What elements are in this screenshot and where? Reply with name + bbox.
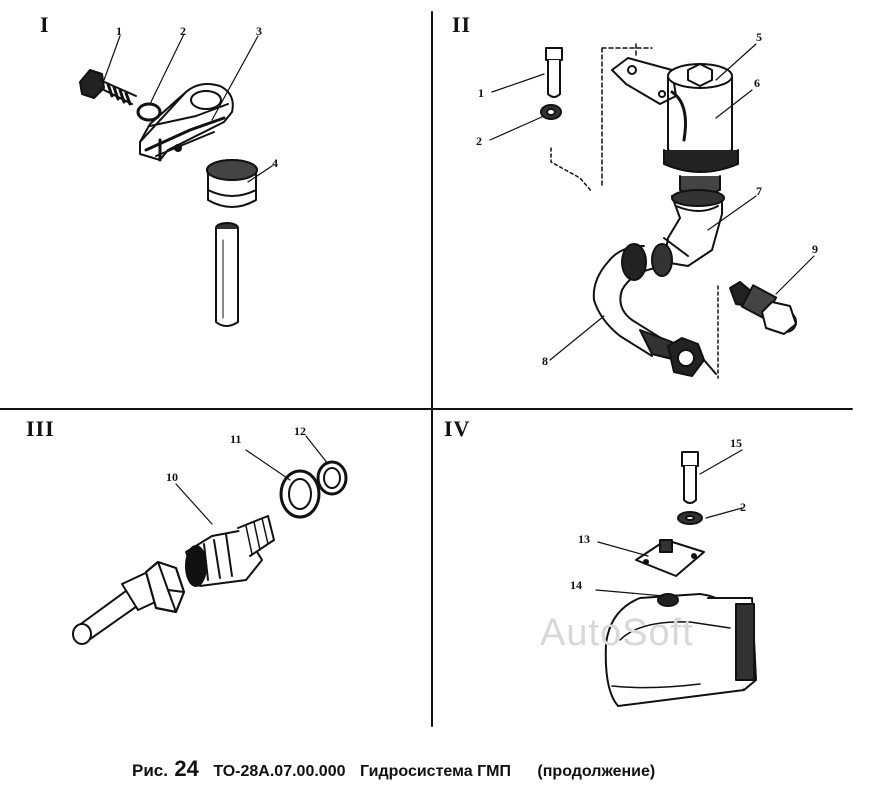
q1-clamp-bracket — [139, 83, 234, 162]
q3-adapter — [185, 515, 275, 587]
callout-q2-8: 8 — [542, 354, 548, 368]
quadrant-label-ii: II — [452, 12, 472, 37]
callout-q4-14: 14 — [570, 578, 582, 592]
callout-q1-1: 1 — [116, 24, 122, 38]
q2-assembly-line-left — [550, 147, 593, 193]
callout-q1-4: 4 — [272, 156, 278, 170]
figure-caption: Рис. 24 ТО-28А.07.00.000 Гидросистема ГМ… — [132, 756, 852, 782]
q1-bolt — [79, 69, 137, 106]
q2-leaders — [489, 43, 815, 361]
callout-q4-13: 13 — [578, 532, 590, 546]
callout-q2-9: 9 — [812, 242, 818, 256]
quadrant-label-iv: IV — [444, 416, 471, 441]
q2-washer — [540, 104, 562, 120]
q4-bolt — [681, 451, 699, 504]
caption-title: Гидросистема ГМП — [359, 763, 511, 780]
q1-tube — [215, 222, 239, 327]
q4-valve-body — [604, 593, 757, 707]
q2-hose-nut — [667, 337, 717, 377]
q3-nut — [144, 560, 186, 614]
callout-q3-11: 11 — [230, 432, 242, 446]
q3-washer-11 — [279, 469, 321, 519]
q3-leaders — [175, 435, 329, 525]
q4-flange-plate — [635, 539, 705, 577]
q2-bracket-plate — [611, 57, 677, 105]
q2-filter-housing — [663, 63, 739, 195]
q1-leaders — [103, 33, 273, 183]
q2-bolt — [545, 47, 563, 98]
q4-washer — [677, 511, 703, 525]
callout-q2-7: 7 — [756, 184, 762, 198]
callout-q1-3: 3 — [256, 24, 262, 38]
caption-subtitle: (продолжение) — [537, 763, 656, 780]
callout-q2-1: 1 — [478, 86, 484, 100]
callout-q3-10: 10 — [166, 470, 178, 484]
callout-q1-2: 2 — [180, 24, 186, 38]
q1-washer — [136, 102, 162, 122]
q4-leaders — [595, 449, 743, 597]
q2-hose — [592, 243, 677, 361]
caption-prefix: Рис. — [132, 761, 168, 780]
callout-q3-12: 12 — [294, 424, 306, 438]
callout-q4-2: 2 — [740, 500, 746, 514]
q2-assembly-line-bracket — [601, 43, 653, 189]
q2-elbow-fitting — [663, 189, 725, 267]
quadrant-label-iii: III — [26, 416, 55, 441]
quadrant-label-i: I — [40, 12, 50, 37]
q1-sleeve — [206, 159, 258, 208]
caption-drawing-code: ТО-28А.07.00.000 — [213, 763, 346, 780]
caption-figure-number: 24 — [174, 756, 199, 781]
callout-q2-6: 6 — [754, 76, 760, 90]
callout-q2-2: 2 — [476, 134, 482, 148]
callout-q4-15: 15 — [730, 436, 742, 450]
q2-sensor — [729, 281, 797, 335]
q3-washer-12 — [316, 460, 348, 496]
callout-q2-5: 5 — [756, 30, 762, 44]
watermark: AutoSoft — [540, 612, 694, 654]
